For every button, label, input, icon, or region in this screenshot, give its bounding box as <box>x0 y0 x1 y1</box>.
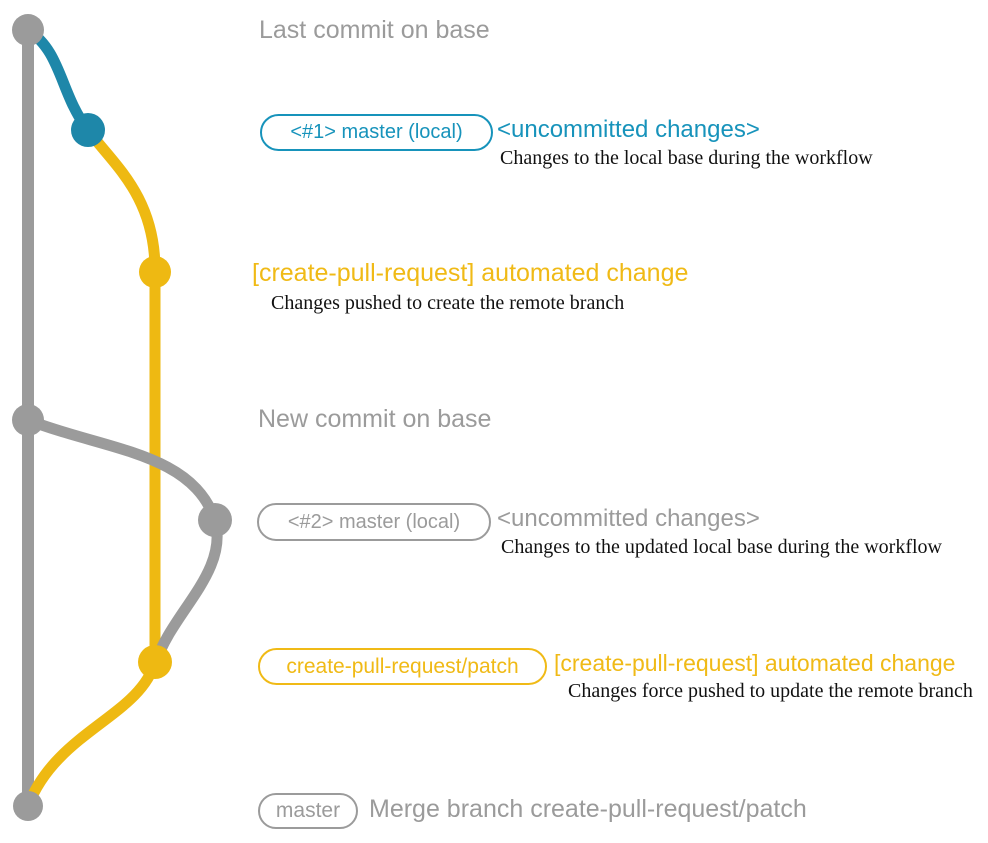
title-automated-change-2: [create-pull-request] automated change <box>554 650 956 676</box>
branch-badge-label: create-pull-request/patch <box>286 654 519 678</box>
branch-badge-master-local-2: <#2> master (local) <box>257 503 491 541</box>
heading-last-commit-on-base: Last commit on base <box>259 16 490 44</box>
commit-dot-patch-1 <box>139 256 171 288</box>
caption-changes-force-pushed: Changes force pushed to update the remot… <box>568 680 973 702</box>
force-push-curve <box>150 514 223 668</box>
title-automated-change-1: [create-pull-request] automated change <box>252 259 689 287</box>
commit-dot-patch-2 <box>138 645 172 679</box>
text-merge-branch: Merge branch create-pull-request/patch <box>369 795 807 823</box>
commit-dot-uncommitted-2 <box>198 503 232 537</box>
branch-badge-label: <#1> master (local) <box>290 121 463 143</box>
heading-new-commit-on-base: New commit on base <box>258 405 492 433</box>
commit-dot-last-base <box>12 14 44 46</box>
caption-changes-pushed: Changes pushed to create the remote bran… <box>271 292 625 314</box>
patch-branch-curve-top <box>82 124 161 276</box>
commit-dot-uncommitted-1 <box>71 113 105 147</box>
merge-curve <box>22 656 161 812</box>
local-change-branch-1 <box>22 24 94 136</box>
commit-dot-merge <box>13 791 43 821</box>
branch-badge-label: master <box>275 799 341 822</box>
commit-dot-new-base <box>12 404 44 436</box>
branch-badge-create-pull-request-patch: create-pull-request/patch <box>258 648 547 685</box>
caption-updated-local-base-changes: Changes to the updated local base during… <box>501 536 942 558</box>
branch-badge-label: <#2> master (local) <box>287 510 461 533</box>
branch-badge-master: master <box>258 793 358 829</box>
caption-local-base-changes: Changes to the local base during the wor… <box>500 147 873 169</box>
annotation-uncommitted-changes-1: <uncommitted changes> <box>497 116 760 143</box>
annotation-uncommitted-changes-2: <uncommitted changes> <box>497 505 760 532</box>
branch-badge-master-local-1: <#1> master (local) <box>260 114 493 151</box>
local-change-branch-2 <box>22 414 221 526</box>
